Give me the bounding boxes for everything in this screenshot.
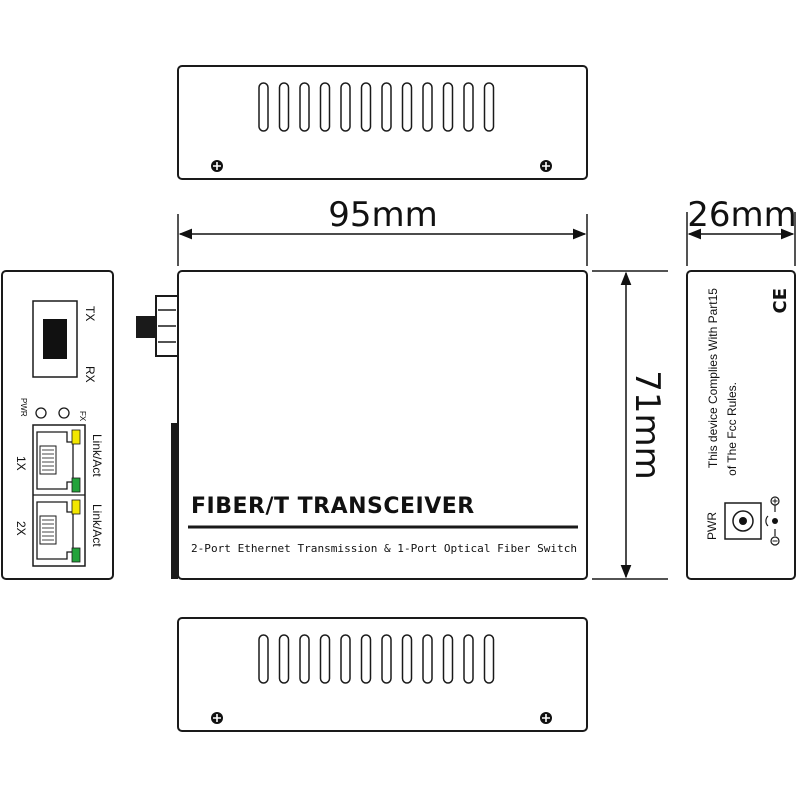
port2-link-led-icon (71, 499, 81, 515)
vent-slot (381, 82, 392, 132)
vent-slot (258, 634, 269, 684)
vent-slot (299, 82, 310, 132)
top-view (177, 65, 588, 180)
vent-slot (319, 82, 331, 132)
vent-slot (258, 82, 269, 132)
top-vent-group (258, 82, 495, 132)
vent-slot (340, 634, 351, 684)
depth-dimension: 26mm (686, 195, 797, 266)
vent-slot (401, 634, 413, 684)
vent-slot (360, 634, 372, 684)
vent-slot (278, 634, 290, 684)
port2-label: 2X (14, 521, 28, 536)
fx-led-label: FX (78, 411, 87, 422)
bottom-view (177, 617, 588, 732)
bottom-right-screw-icon (540, 712, 552, 724)
vent-slot (463, 82, 474, 132)
vent-slot (463, 634, 474, 684)
front-title: FIBER/T TRANSCEIVER (191, 494, 475, 519)
dc-power-jack-icon (724, 502, 762, 540)
vent-slot (483, 634, 495, 684)
vent-slot (340, 82, 351, 132)
compliance-line-1: This device Complies With Part15 (706, 288, 720, 468)
top-right-screw-icon (540, 160, 552, 172)
vent-slot (381, 634, 392, 684)
port1-label: 1X (14, 456, 28, 471)
port1-link-act-label: Link/Act (90, 434, 104, 477)
height-dimension: 71mm (592, 270, 668, 580)
pwr-label: PWR (705, 512, 719, 540)
fiber-port-icon (43, 319, 67, 359)
port1-link-led-icon (71, 429, 81, 445)
side-edge-strip (171, 423, 178, 579)
port-panel-view: TX RX PWR FX 1X 2X (1, 270, 114, 580)
pwr-led-label: PWR (19, 398, 28, 417)
vent-slot (278, 82, 290, 132)
vent-slot (401, 82, 413, 132)
depth-label: 26mm (687, 195, 797, 235)
sc-connector-icon (136, 295, 179, 357)
bottom-left-screw-icon (211, 712, 223, 724)
rj45-port-2-icon (36, 501, 74, 560)
pwr-led-icon (35, 407, 47, 419)
width-dimension: 95mm (177, 195, 588, 266)
vent-slot (442, 634, 454, 684)
port1-act-led-icon (71, 477, 81, 493)
tx-label: TX (83, 306, 97, 321)
vent-slot (319, 634, 331, 684)
front-view-body (177, 270, 588, 580)
bottom-vent-group (258, 634, 495, 684)
fx-led-icon (58, 407, 70, 419)
port2-link-act-label: Link/Act (90, 504, 104, 547)
top-left-screw-icon (211, 160, 223, 172)
front-view: FIBER/T TRANSCEIVER 2-Port Ethernet Tran… (136, 270, 588, 580)
vent-slot (483, 82, 495, 132)
rx-label: RX (83, 366, 97, 383)
vent-slot (442, 82, 454, 132)
front-subtitle: 2-Port Ethernet Transmission & 1-Port Op… (191, 542, 577, 555)
side-panel-view: This device Complies With Part15 of The … (686, 270, 796, 580)
vent-slot (422, 634, 433, 684)
compliance-line-2: of The Fcc Rules. (725, 382, 739, 476)
width-label: 95mm (328, 195, 438, 235)
vent-slot (299, 634, 310, 684)
side-panel-body (686, 270, 796, 580)
rj45-port-1-icon (36, 431, 74, 490)
ce-mark: CE (770, 288, 791, 314)
polarity-icon (765, 496, 780, 546)
height-label: 71mm (627, 370, 667, 480)
vent-slot (360, 82, 372, 132)
vent-slot (422, 82, 433, 132)
port2-act-led-icon (71, 547, 81, 563)
